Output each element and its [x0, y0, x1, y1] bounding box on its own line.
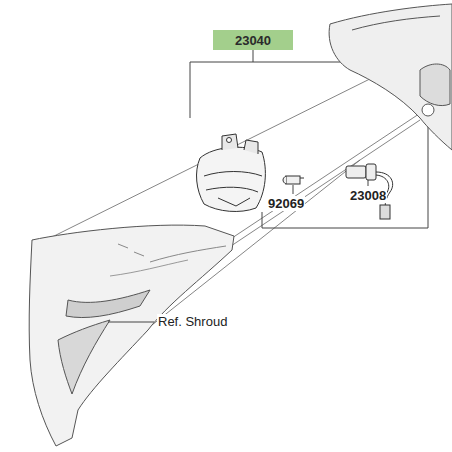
- socket: [346, 164, 393, 219]
- front-shroud: [29, 225, 234, 446]
- callout-number: 23008: [349, 188, 387, 203]
- callout-number: 92069: [267, 196, 305, 211]
- part-number-box: 23040: [213, 30, 293, 50]
- reference-label: Ref. Shroud: [157, 314, 228, 329]
- upper-cowl: [329, 4, 452, 150]
- turn-signal-lamp: [197, 134, 266, 211]
- bulb: [283, 176, 304, 184]
- part-number: 23040: [235, 33, 271, 48]
